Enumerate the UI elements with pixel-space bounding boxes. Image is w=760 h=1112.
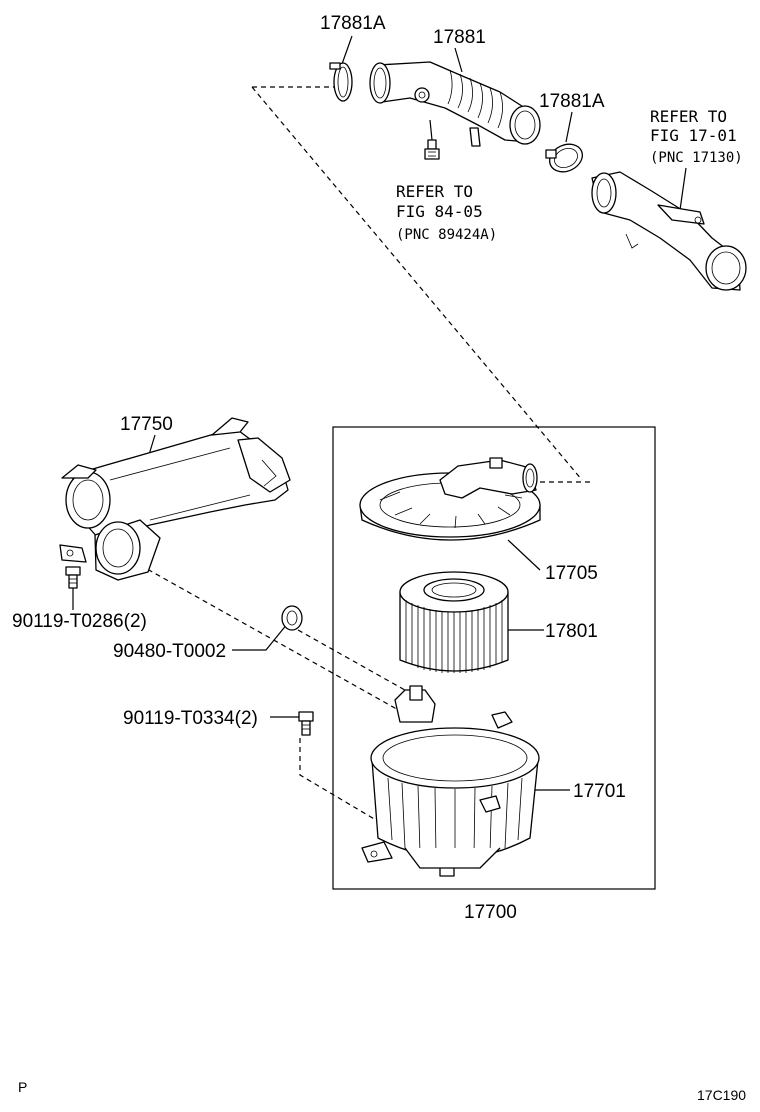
dashed-assembly-lines [139,86,590,821]
air-cleaner-case [361,685,540,877]
fig-text-a: FIG 84-05 [396,202,483,221]
figure-code: 17C190 [697,1087,746,1103]
intake-hose [369,61,541,147]
assembly-frame [332,426,656,890]
label-17801: 17801 [545,621,598,642]
refer-to-text-b: REFER TO [650,107,727,126]
refer-to-text-a: REFER TO [396,182,473,201]
label-17701: 17701 [573,781,626,802]
pnc-text-a: (PNC 89424A) [396,227,497,243]
label-17750: 17750 [120,414,173,435]
label-90119-t0286: 90119-T0286(2) [12,611,147,632]
air-cleaner-cap [359,457,541,541]
label-17700: 17700 [464,902,517,923]
bolt-90119-t0334 [298,711,314,736]
bolt-90119-t0286 [65,566,81,589]
fig-text-b: FIG 17-01 [650,126,737,145]
hose-bolt [424,139,440,160]
inlet-duct [59,417,291,581]
label-17705: 17705 [545,563,598,584]
label-90480-t0002: 90480-T0002 [113,641,226,662]
leader-lines [72,35,687,791]
label-17881A-top: 17881A [320,13,386,34]
hose-clamp-right [545,143,584,173]
label-17881A-right: 17881A [539,91,605,112]
label-17881: 17881 [433,27,486,48]
footer-left-mark: P [18,1079,27,1095]
label-90119-t0334: 90119-T0334(2) [123,708,258,729]
intake-duct-ref [591,171,747,291]
grommet-90480-t0002 [281,605,303,631]
pnc-text-b: (PNC 17130) [650,150,743,166]
filter-element [399,571,509,673]
hose-clamp-top [329,62,353,102]
